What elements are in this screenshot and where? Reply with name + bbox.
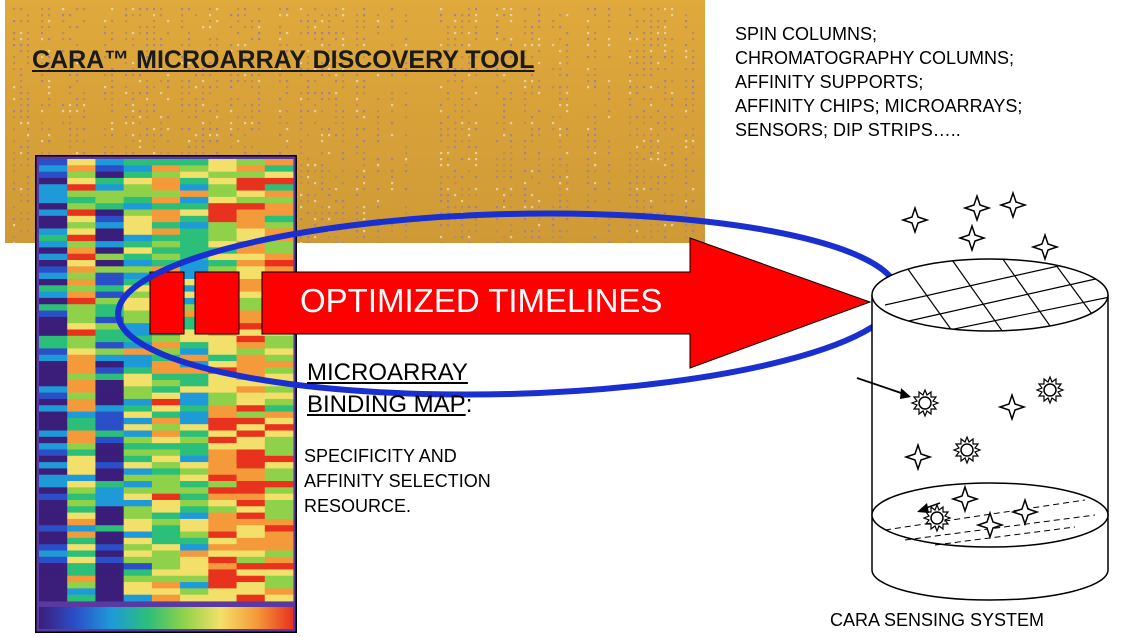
star-icon (1032, 234, 1058, 260)
product-item: AFFINITY CHIPS; MICROARRAYS; (735, 96, 1023, 116)
binding-map-colon: : (465, 391, 473, 418)
cylinder-top (871, 258, 1109, 332)
cylinder-body (871, 295, 1109, 601)
sensing-cylinder-diagram (856, 192, 1109, 601)
arrow-tail-block-1 (149, 271, 185, 335)
product-item: SENSORS; DIP STRIPS….. (735, 120, 961, 140)
description-line: RESOURCE. (304, 496, 412, 516)
description-line: AFFINITY SELECTION (304, 471, 491, 491)
description-line: SPECIFICITY AND (304, 446, 457, 466)
binding-map-description: SPECIFICITY AND AFFINITY SELECTION RESOU… (304, 444, 491, 519)
binding-map-title-line1: MICROARRAY (307, 359, 468, 386)
product-item: AFFINITY SUPPORTS; (735, 72, 924, 92)
product-list: SPIN COLUMNS; CHROMATOGRAPHY COLUMNS; AF… (735, 22, 1022, 142)
star-icon (1000, 192, 1026, 218)
arrow-label: OPTIMIZED TIMELINES (300, 282, 663, 319)
binding-heatmap (35, 155, 297, 633)
arrow-tail-block-2 (194, 271, 240, 335)
sensing-system-label: CARA SENSING SYSTEM (830, 610, 1045, 630)
timeline-arrow (261, 237, 872, 369)
binding-map-title-line2: BINDING MAP (307, 391, 466, 418)
product-item: SPIN COLUMNS; (735, 24, 878, 44)
star-icon (964, 195, 990, 221)
star-icon (959, 225, 985, 251)
binding-map-title: MICROARRAY BINDING MAP: (307, 357, 472, 421)
product-item: CHROMATOGRAPHY COLUMNS; (735, 48, 1015, 68)
page-title: CARA™ MICROARRAY DISCOVERY TOOL (32, 46, 535, 74)
star-icon (902, 207, 928, 233)
